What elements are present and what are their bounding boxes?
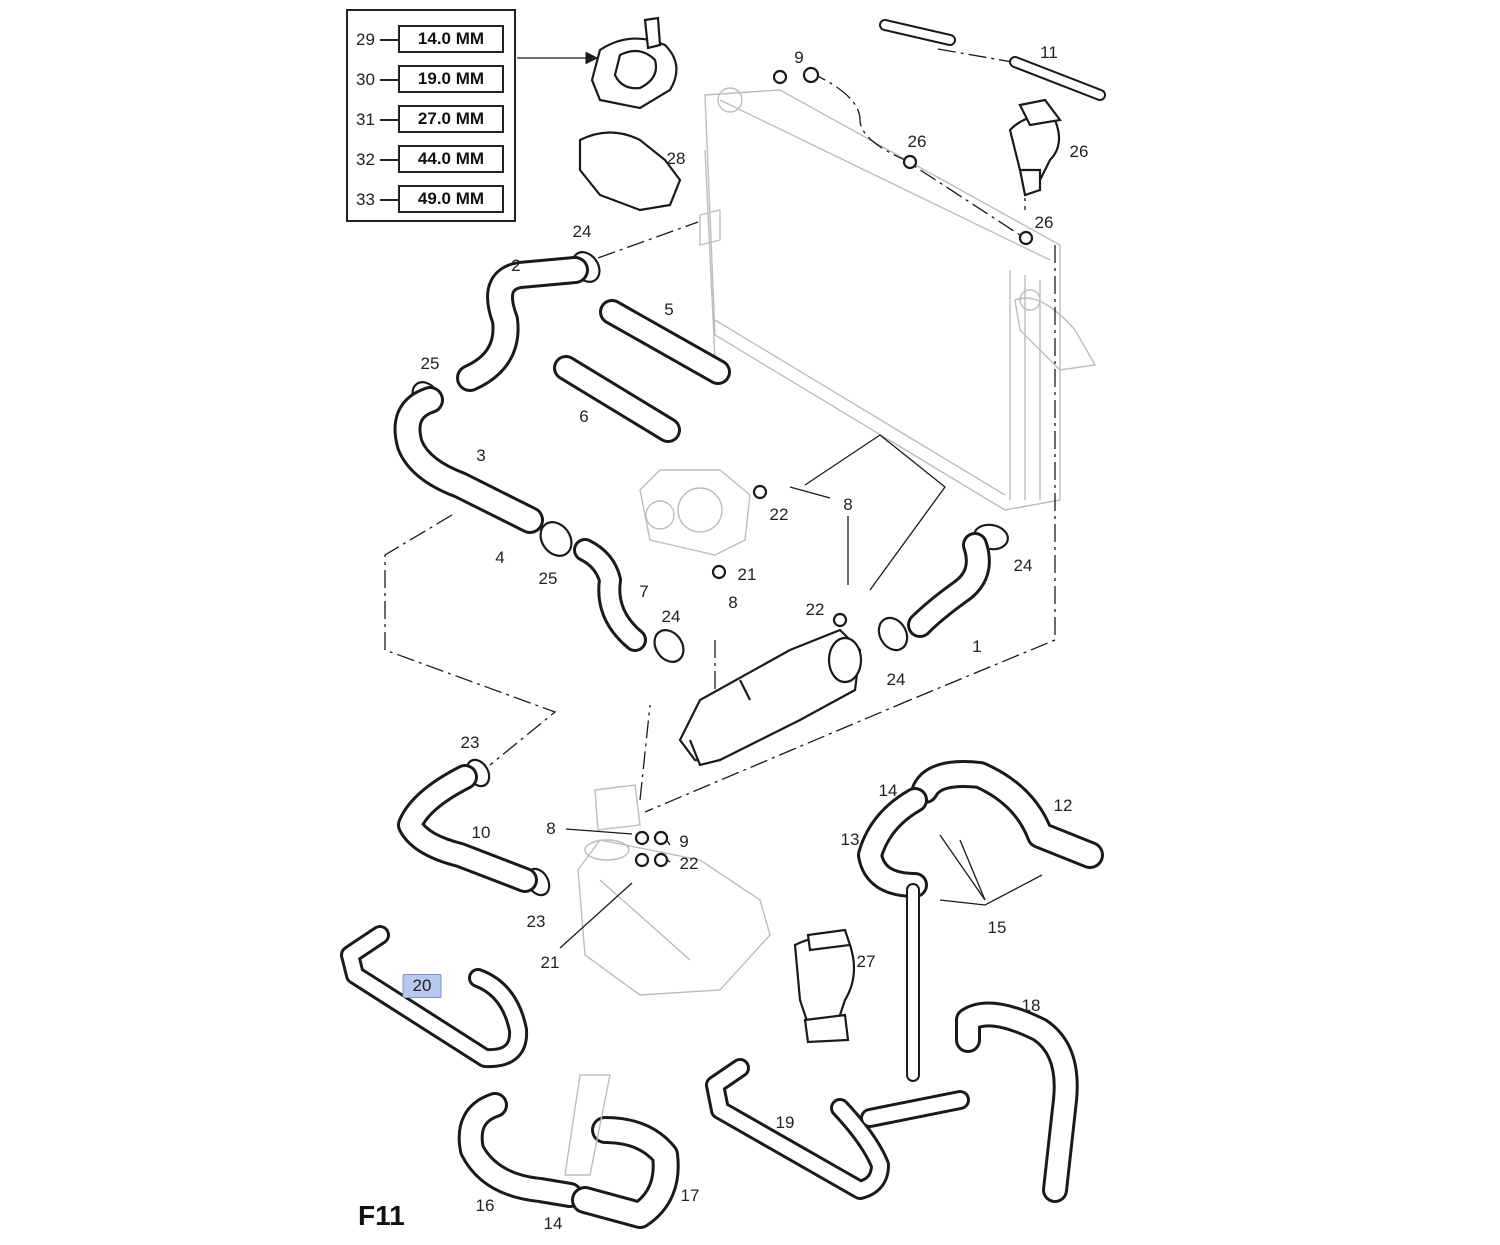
part-callout-12[interactable]: 12 (1053, 796, 1073, 815)
part-callout-15[interactable]: 15 (987, 918, 1007, 937)
legend-tick (380, 119, 400, 121)
part-callout-22[interactable]: 22 (679, 854, 699, 873)
part-callout-6[interactable]: 6 (579, 407, 589, 426)
part-callout-7[interactable]: 7 (639, 582, 649, 601)
hose-20 (340, 925, 529, 1069)
legend-size: 44.0 MM (398, 145, 504, 173)
hose-13 (857, 787, 928, 898)
hose-3 (393, 386, 544, 534)
legend-row: 31 27.0 MM (348, 101, 518, 137)
part-callout-5[interactable]: 5 (664, 300, 674, 319)
hose-10 (397, 764, 538, 893)
legend-tick (380, 39, 400, 41)
part-callout-22[interactable]: 22 (769, 505, 789, 524)
legend-tick (380, 159, 400, 161)
legend-number: 32 (356, 150, 375, 169)
part-callout-20-selected[interactable]: 20 (402, 974, 442, 998)
throttle-body-outline (639, 469, 751, 556)
part-callout-26[interactable]: 26 (1034, 213, 1054, 232)
water-pump-housing (678, 628, 863, 767)
clip-brackets (578, 16, 1062, 1044)
hose-19 (705, 1058, 970, 1200)
part-callout-25[interactable]: 25 (538, 569, 558, 588)
part-callout-14[interactable]: 14 (543, 1214, 563, 1233)
part-callout-19[interactable]: 19 (775, 1113, 795, 1132)
hose-18 (955, 1001, 1079, 1203)
part-callout-13[interactable]: 13 (840, 830, 860, 849)
part-callout-28[interactable]: 28 (666, 149, 686, 168)
part-callout-24[interactable]: 24 (886, 670, 906, 689)
legend-row: 32 44.0 MM (348, 141, 518, 177)
part-callout-9[interactable]: 9 (679, 832, 689, 851)
legend-tick (380, 199, 400, 201)
clamp-size-legend: 29 14.0 MM 30 19.0 MM 31 27.0 MM 32 44.0… (346, 9, 516, 222)
part-callout-9[interactable]: 9 (794, 48, 804, 67)
hoses (340, 19, 1106, 1229)
part-callout-14[interactable]: 14 (878, 781, 898, 800)
hose-6 (553, 355, 681, 443)
expansion-tank-outline (577, 784, 771, 996)
part-callout-22[interactable]: 22 (805, 600, 825, 619)
part-callout-8[interactable]: 8 (728, 593, 738, 612)
legend-number: 30 (356, 70, 375, 89)
legend-row: 29 14.0 MM (348, 21, 518, 57)
part-callout-1[interactable]: 1 (972, 637, 982, 656)
hose-12 (911, 760, 1104, 869)
part-callout-21[interactable]: 21 (540, 953, 560, 972)
part-callout-23[interactable]: 23 (526, 912, 546, 931)
hose-16 (457, 1092, 583, 1208)
part-callout-8[interactable]: 8 (843, 495, 853, 514)
legend-size: 19.0 MM (398, 65, 504, 93)
hose-1 (907, 532, 991, 638)
part-callout-18[interactable]: 18 (1021, 996, 1041, 1015)
part-callout-24[interactable]: 24 (572, 222, 592, 241)
hose-7 (573, 538, 647, 652)
part-callout-21[interactable]: 21 (737, 565, 757, 584)
legend-size: 27.0 MM (398, 105, 504, 133)
part-callout-26[interactable]: 26 (1069, 142, 1089, 161)
figure-id: F11 (358, 1200, 405, 1231)
part-callout-2[interactable]: 2 (511, 256, 521, 275)
radiator-outline (699, 87, 1097, 511)
legend-row: 33 49.0 MM (348, 181, 518, 217)
legend-size: 49.0 MM (398, 185, 504, 213)
legend-tick (380, 79, 400, 81)
part-callout-3[interactable]: 3 (476, 446, 486, 465)
pipe-diagonal (564, 1074, 611, 1176)
part-callout-24[interactable]: 24 (1013, 556, 1033, 575)
part-callout-26[interactable]: 26 (907, 132, 927, 151)
part-callout-27[interactable]: 27 (856, 952, 876, 971)
legend-row: 30 19.0 MM (348, 61, 518, 97)
part-callout-11[interactable]: 11 (1040, 43, 1058, 62)
part-callout-16[interactable]: 16 (475, 1196, 495, 1215)
part-callout-4[interactable]: 4 (495, 548, 505, 567)
legend-number: 33 (356, 190, 375, 209)
hose-5 (599, 299, 731, 385)
hose-17 (571, 1116, 680, 1229)
part-callout-25[interactable]: 25 (420, 354, 440, 373)
hose-2 (456, 256, 589, 392)
part-callout-23[interactable]: 23 (460, 733, 480, 752)
part-callout-10[interactable]: 10 (471, 823, 491, 842)
part-callout-24[interactable]: 24 (661, 607, 681, 626)
part-callout-8[interactable]: 8 (546, 819, 556, 838)
legend-size: 14.0 MM (398, 25, 504, 53)
part-callout-17[interactable]: 17 (680, 1186, 700, 1205)
legend-number: 31 (356, 110, 375, 129)
legend-number: 29 (356, 30, 375, 49)
hose-11 (879, 19, 1106, 101)
